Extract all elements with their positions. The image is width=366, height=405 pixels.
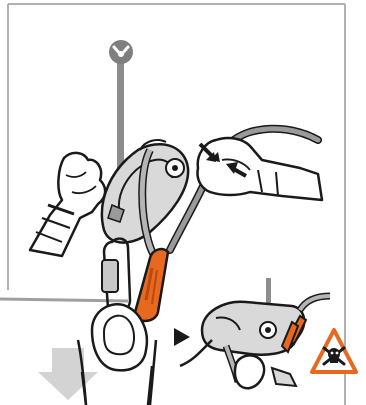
left-gloved-hand xyxy=(30,153,105,256)
right-gloved-hand xyxy=(198,138,323,200)
anchor-icon xyxy=(109,40,133,64)
orange-carabiner xyxy=(134,249,168,321)
danger-warning-icon xyxy=(312,330,356,372)
callout-pointer-line xyxy=(0,299,128,301)
down-arrow-icon xyxy=(38,348,98,400)
play-triangle-icon xyxy=(174,328,190,346)
inset-device-scene xyxy=(180,278,330,388)
